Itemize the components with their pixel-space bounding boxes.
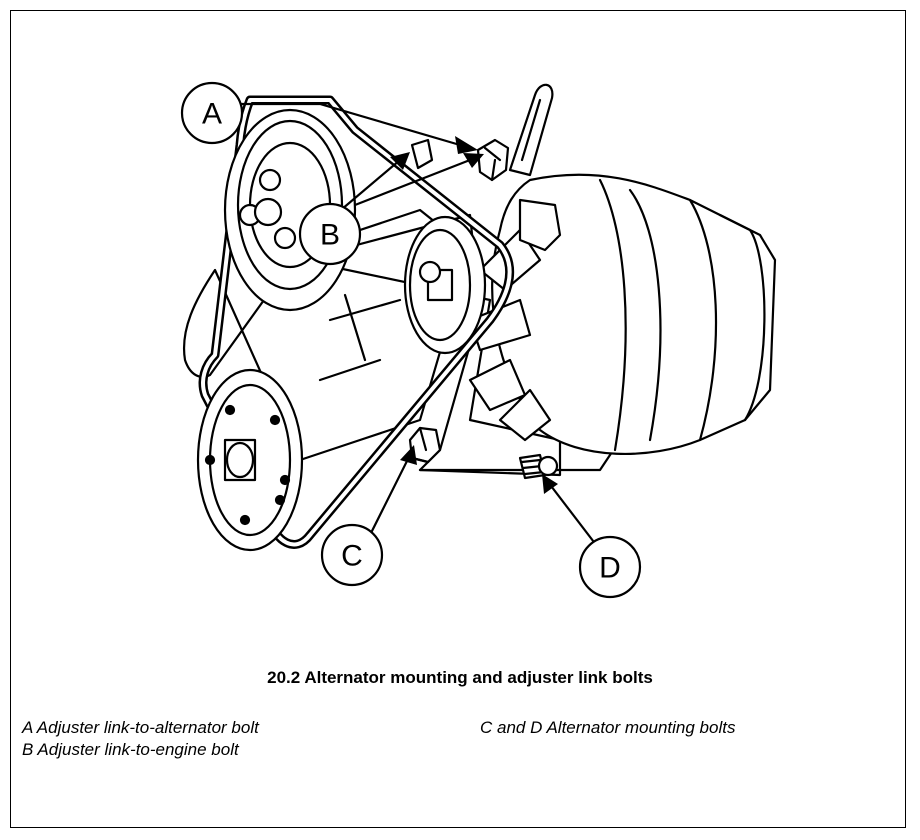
arrowhead-b1 xyxy=(390,152,410,170)
leader-b1 xyxy=(334,159,401,216)
alternator-illustration: A B C D xyxy=(180,81,777,599)
bolt-b xyxy=(410,138,434,170)
callout-circle-b xyxy=(298,202,362,266)
arrowhead-d xyxy=(542,474,558,494)
key-item-a: A Adjuster link-to-alternator bolt xyxy=(22,718,259,737)
callout-label-d: D xyxy=(599,552,621,585)
leader-a xyxy=(238,102,461,147)
bolt-a xyxy=(476,138,510,182)
arrowhead-b2 xyxy=(463,153,484,168)
arrowhead-c xyxy=(400,445,417,465)
key-item-cd: C and D Alternator mounting bolts xyxy=(480,718,736,737)
callout-circle-c xyxy=(320,523,384,587)
callout-circle-d xyxy=(578,535,642,599)
callout-circle-a xyxy=(180,81,244,145)
figure-caption: 20.2 Alternator mounting and adjuster li… xyxy=(267,668,653,687)
water-pump-pulley xyxy=(196,368,304,552)
callout-label-b: B xyxy=(320,219,340,252)
callout-label-a: A xyxy=(202,98,222,131)
leader-c xyxy=(369,454,411,536)
bolt-d xyxy=(518,453,559,480)
key-item-b: B Adjuster link-to-engine bolt xyxy=(22,740,239,759)
callout-label-c: C xyxy=(341,540,363,573)
arrowhead-a xyxy=(455,136,478,154)
alternator-pulley xyxy=(403,215,487,355)
leader-b2 xyxy=(354,158,471,207)
leader-d xyxy=(547,481,601,551)
